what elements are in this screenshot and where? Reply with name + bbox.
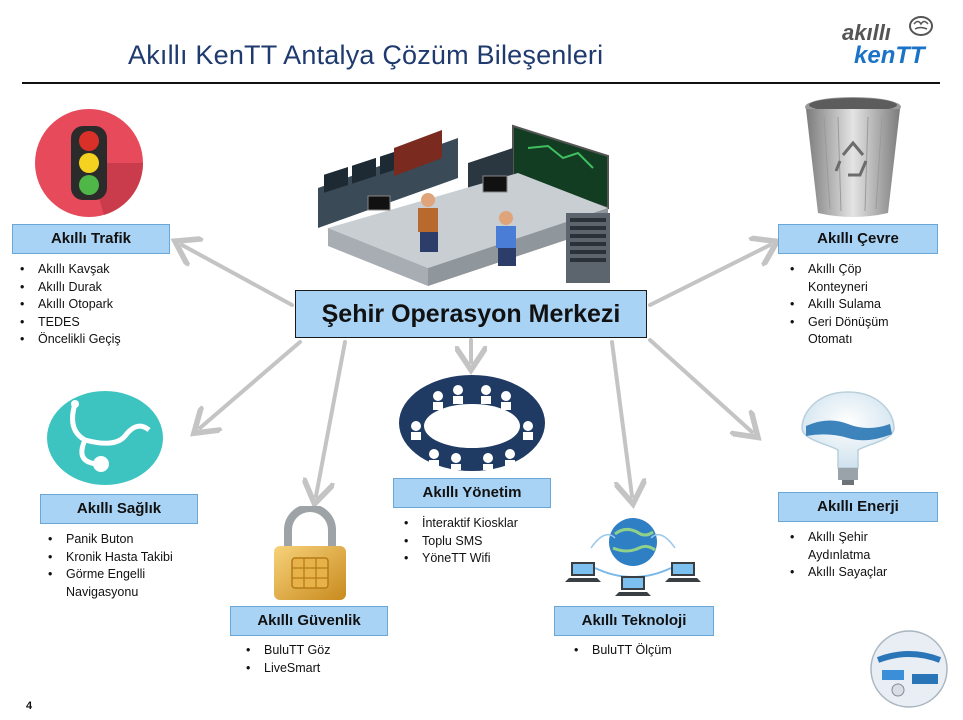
- center-label: Şehir Operasyon Merkezi: [321, 300, 621, 328]
- box-akilli-teknoloji: Akıllı Teknoloji: [554, 606, 714, 636]
- label-akilli-enerji: Akıllı Enerji: [817, 498, 899, 515]
- brain-icon: [909, 16, 933, 36]
- stethoscope-icon: [47, 391, 163, 485]
- list-item: Panik Buton: [46, 531, 206, 549]
- box-akilli-cevre: Akıllı Çevre: [778, 224, 938, 254]
- list-item: YöneTT Wifi: [402, 550, 562, 568]
- label-akilli-yonetim: Akıllı Yönetim: [422, 484, 522, 501]
- box-akilli-yonetim: Akıllı Yönetim: [393, 478, 551, 508]
- traffic-light-icon: [35, 109, 144, 217]
- control-room-icon: [318, 124, 610, 286]
- list-item: Toplu SMS: [402, 533, 562, 551]
- list-akilli-saglik: Panik Buton Kronik Hasta Takibi Görme En…: [46, 531, 206, 601]
- list-item: Görme Engelli Navigasyonu: [46, 566, 206, 601]
- list-akilli-enerji: Akıllı Şehir Aydınlatma Akıllı Sayaçlar: [788, 529, 918, 582]
- list-akilli-trafik: Akıllı Kavşak Akıllı Durak Akıllı Otopar…: [18, 261, 188, 349]
- arrow-to-teknoloji: [610, 340, 632, 496]
- list-item: Kronik Hasta Takibi: [46, 549, 206, 567]
- list-item: BuluTT Ölçüm: [572, 642, 712, 660]
- list-akilli-guvenlik: BuluTT Göz LiveSmart: [244, 642, 384, 677]
- box-akilli-guvenlik: Akıllı Güvenlik: [230, 606, 388, 636]
- box-akilli-trafik: Akıllı Trafik: [12, 224, 170, 254]
- page-number: 4: [26, 700, 33, 712]
- arrow-to-cevre: [648, 245, 770, 307]
- list-item: Akıllı Otopark: [18, 296, 188, 314]
- globe-network-icon: [565, 518, 701, 596]
- title-divider: [22, 82, 940, 84]
- page-title: Akıllı KenTT Antalya Çözüm Bileşenleri: [128, 40, 604, 70]
- label-akilli-trafik: Akıllı Trafik: [50, 230, 132, 247]
- arrow-to-guvenlik: [316, 340, 347, 496]
- arrow-to-enerji: [648, 338, 752, 432]
- list-item: Geri Dönüşüm Otomatı: [788, 314, 908, 349]
- list-item: İnteraktif Kiosklar: [402, 515, 562, 533]
- center-operations-box: Şehir Operasyon Merkezi: [295, 290, 647, 338]
- list-item: Akıllı Durak: [18, 279, 188, 297]
- list-item: Öncelikli Geçiş: [18, 331, 188, 349]
- list-item: LiveSmart: [244, 660, 384, 678]
- akilli-kentt-logo: akıllı kenTT: [838, 14, 938, 72]
- arrow-to-saglik: [200, 340, 302, 428]
- arrow-to-trafik: [182, 245, 294, 307]
- trash-bin-icon: [805, 97, 901, 217]
- list-item: Akıllı Sayaçlar: [788, 564, 918, 582]
- label-akilli-saglik: Akıllı Sağlık: [76, 500, 162, 517]
- logo-line1: akıllı: [842, 20, 891, 45]
- light-bulb-icon: [801, 391, 895, 485]
- box-akilli-enerji: Akıllı Enerji: [778, 492, 938, 522]
- padlock-icon: [274, 506, 346, 600]
- list-item: Akıllı Şehir Aydınlatma: [788, 529, 918, 564]
- partner-badge-icon: [870, 630, 948, 708]
- meeting-table-icon: [399, 375, 545, 471]
- list-item: Akıllı Sulama: [788, 296, 908, 314]
- logo-line2: kenTT: [854, 42, 925, 69]
- list-akilli-yonetim: İnteraktif Kiosklar Toplu SMS YöneTT Wif…: [402, 515, 562, 568]
- label-akilli-teknoloji: Akıllı Teknoloji: [581, 612, 687, 629]
- list-akilli-cevre: Akıllı Çöp Konteyneri Akıllı Sulama Geri…: [788, 261, 908, 349]
- list-item: Akıllı Çöp Konteyneri: [788, 261, 908, 296]
- label-akilli-guvenlik: Akıllı Güvenlik: [257, 612, 361, 629]
- label-akilli-cevre: Akıllı Çevre: [817, 230, 899, 247]
- box-akilli-saglik: Akıllı Sağlık: [40, 494, 198, 524]
- list-item: TEDES: [18, 314, 188, 332]
- list-item: BuluTT Göz: [244, 642, 384, 660]
- list-item: Akıllı Kavşak: [18, 261, 188, 279]
- list-akilli-teknoloji: BuluTT Ölçüm: [572, 642, 712, 660]
